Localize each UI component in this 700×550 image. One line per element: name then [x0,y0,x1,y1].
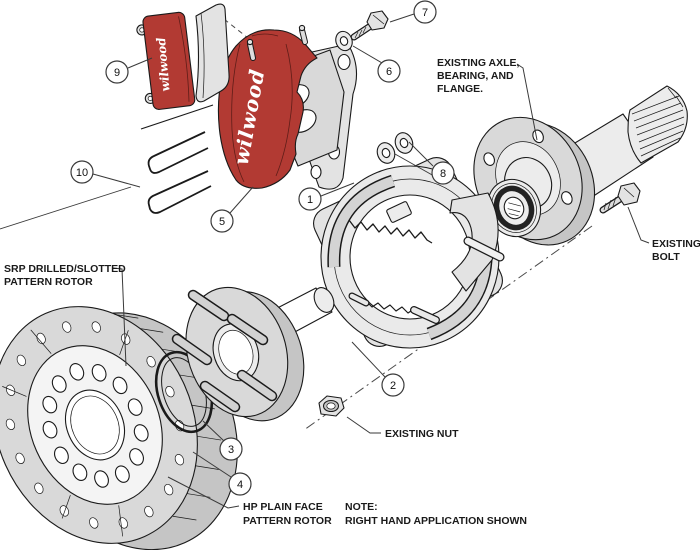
svg-text:FLANGE.: FLANGE. [437,83,483,95]
svg-text:1: 1 [307,194,313,206]
bolt-threads [355,27,366,38]
caliper-body [218,30,317,189]
axle-splines [628,86,687,163]
mount-bolt [354,11,388,38]
svg-text:4: 4 [237,479,243,491]
existing-nut [319,396,344,416]
svg-text:BEARING, AND: BEARING, AND [437,70,514,82]
anchor-block [386,201,412,223]
leader-lines [93,14,649,508]
rotor-drill-holes [0,293,217,550]
brake-pads: wilwood [135,4,229,111]
label-existing-bolt: EXISTING [652,238,700,250]
callout-6: 6 [378,60,400,82]
label-srp-rotor: SRP DRILLED/SLOTTED [4,263,126,275]
rotor [0,260,274,550]
adjuster-spring [366,301,414,313]
label-hp-rotor: HP PLAIN FACE [243,501,323,513]
backing-plate-assembly [308,152,507,351]
callout-balloons: 1 2 3 4 5 6 7 8 9 10 [71,1,454,495]
callout-1: 1 [299,188,321,210]
label-existing-axle: EXISTING AXLE, [437,57,520,69]
callout-5: 5 [211,210,233,232]
lever-pin [468,241,500,257]
callout-3: 3 [220,438,242,460]
axle-bearing [473,150,568,245]
callout-2: 2 [382,374,404,396]
flat-washer [333,29,355,53]
svg-text:10: 10 [76,167,88,179]
hub-adapter [170,270,338,439]
svg-text:PATTERN ROTOR: PATTERN ROTOR [4,276,93,288]
adjuster-cylinders [352,296,436,320]
svg-text:BOLT: BOLT [652,251,680,263]
retainer-pin [141,105,213,129]
svg-text:6: 6 [386,66,392,78]
wheel-studs [177,295,272,407]
label-existing-nut: EXISTING NUT [385,428,459,440]
existing-bolt [603,183,640,210]
svg-text:2: 2 [390,380,396,392]
rotor-hat-holes [24,346,168,505]
callout-4: 4 [229,473,251,495]
outer-pad [196,4,229,102]
pad-retainer-clips [141,105,213,213]
axle-assembly [454,86,687,267]
inner-pad: wilwood [135,12,195,111]
return-spring [349,220,432,243]
label-note: NOTE: [345,501,378,513]
callout-8: 8 [432,162,454,184]
callout-7: 7 [414,1,436,23]
svg-text:3: 3 [228,444,234,456]
caliper-assembly: wilwood [218,25,356,189]
bleed-screws [247,25,305,58]
washer-pair [374,130,415,166]
callout-9: 9 [106,61,128,83]
bolt-threads [604,197,616,210]
pad-brand-script: wilwood [154,36,173,92]
callout-10: 10 [71,161,93,183]
svg-text:8: 8 [440,168,446,180]
spline-lines [632,88,684,156]
svg-text:5: 5 [219,216,225,228]
svg-text:9: 9 [114,67,120,79]
svg-text:RIGHT HAND APPLICATION SHOWN: RIGHT HAND APPLICATION SHOWN [345,515,527,527]
rotor-slots [0,294,204,550]
svg-text:PATTERN ROTOR: PATTERN ROTOR [243,515,332,527]
rotor-center-bore [55,381,135,470]
bearing-bore-hatch [505,199,524,219]
svg-text:7: 7 [422,7,428,19]
text-labels: EXISTING AXLE, BEARING, AND FLANGE. EXIS… [4,57,700,527]
